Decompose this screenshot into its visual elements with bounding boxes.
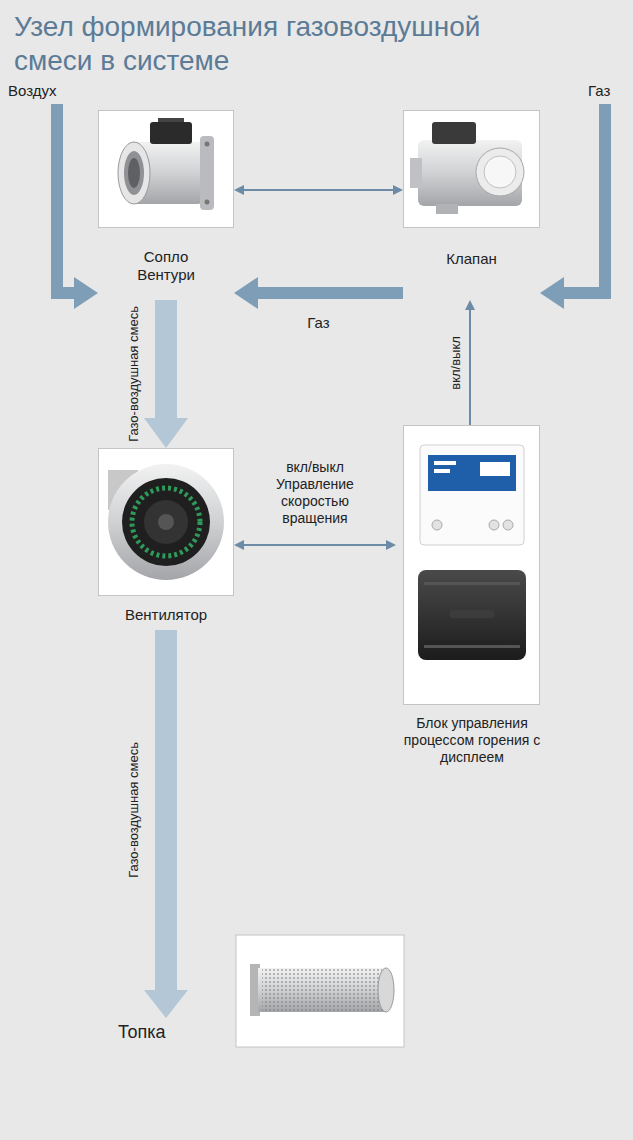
component-caption: Блок управления процессом горения с дисп…	[402, 715, 542, 766]
diagram-label: Топка	[118, 1022, 166, 1044]
burner-picture	[236, 935, 404, 1047]
picture-frame	[403, 110, 540, 228]
connector-label: Газо-воздушная смесь	[126, 306, 142, 442]
air-arrow	[51, 104, 98, 309]
picture-frame	[98, 110, 234, 228]
venturi-picture	[118, 118, 214, 210]
diagram-label: Газ	[588, 82, 610, 100]
frame-ground	[403, 425, 540, 705]
frame-ground	[98, 448, 234, 596]
diagram-title: Узел формирования газовоздушной смеси в …	[14, 10, 564, 78]
component-caption: Вентилятор	[101, 606, 231, 624]
picture-frame	[403, 425, 540, 705]
component-box: Блок управления процессом горения с дисп…	[396, 425, 548, 770]
connector-arrow	[144, 300, 188, 448]
connector-label: вкл/выкл	[448, 336, 464, 390]
connector-arrow	[234, 185, 403, 195]
picture-frame	[98, 448, 234, 596]
component-caption: Сопло Вентури	[126, 248, 206, 285]
connector-label: Газ	[289, 314, 349, 332]
gas-arrow	[540, 104, 611, 309]
control-unit-picture	[418, 445, 526, 660]
mixture-arrow	[144, 630, 188, 1018]
diagram-label: Газо-воздушная смесь	[126, 742, 142, 878]
connector-arrow	[234, 277, 403, 309]
component-box: Клапан	[403, 110, 540, 300]
fan-picture	[108, 464, 224, 580]
connector-arrow	[465, 300, 475, 425]
frame-ground	[403, 110, 540, 228]
component-box: Сопло Вентури	[98, 110, 234, 300]
component-box: Вентилятор	[98, 448, 234, 630]
component-caption: Клапан	[412, 250, 532, 268]
diagram-label: Воздух	[8, 82, 56, 100]
valve-picture	[410, 122, 524, 214]
frame-ground	[98, 110, 234, 228]
connector-label: вкл/выкл Управление скоростью вращения	[265, 459, 365, 527]
connector-arrow	[234, 540, 396, 550]
